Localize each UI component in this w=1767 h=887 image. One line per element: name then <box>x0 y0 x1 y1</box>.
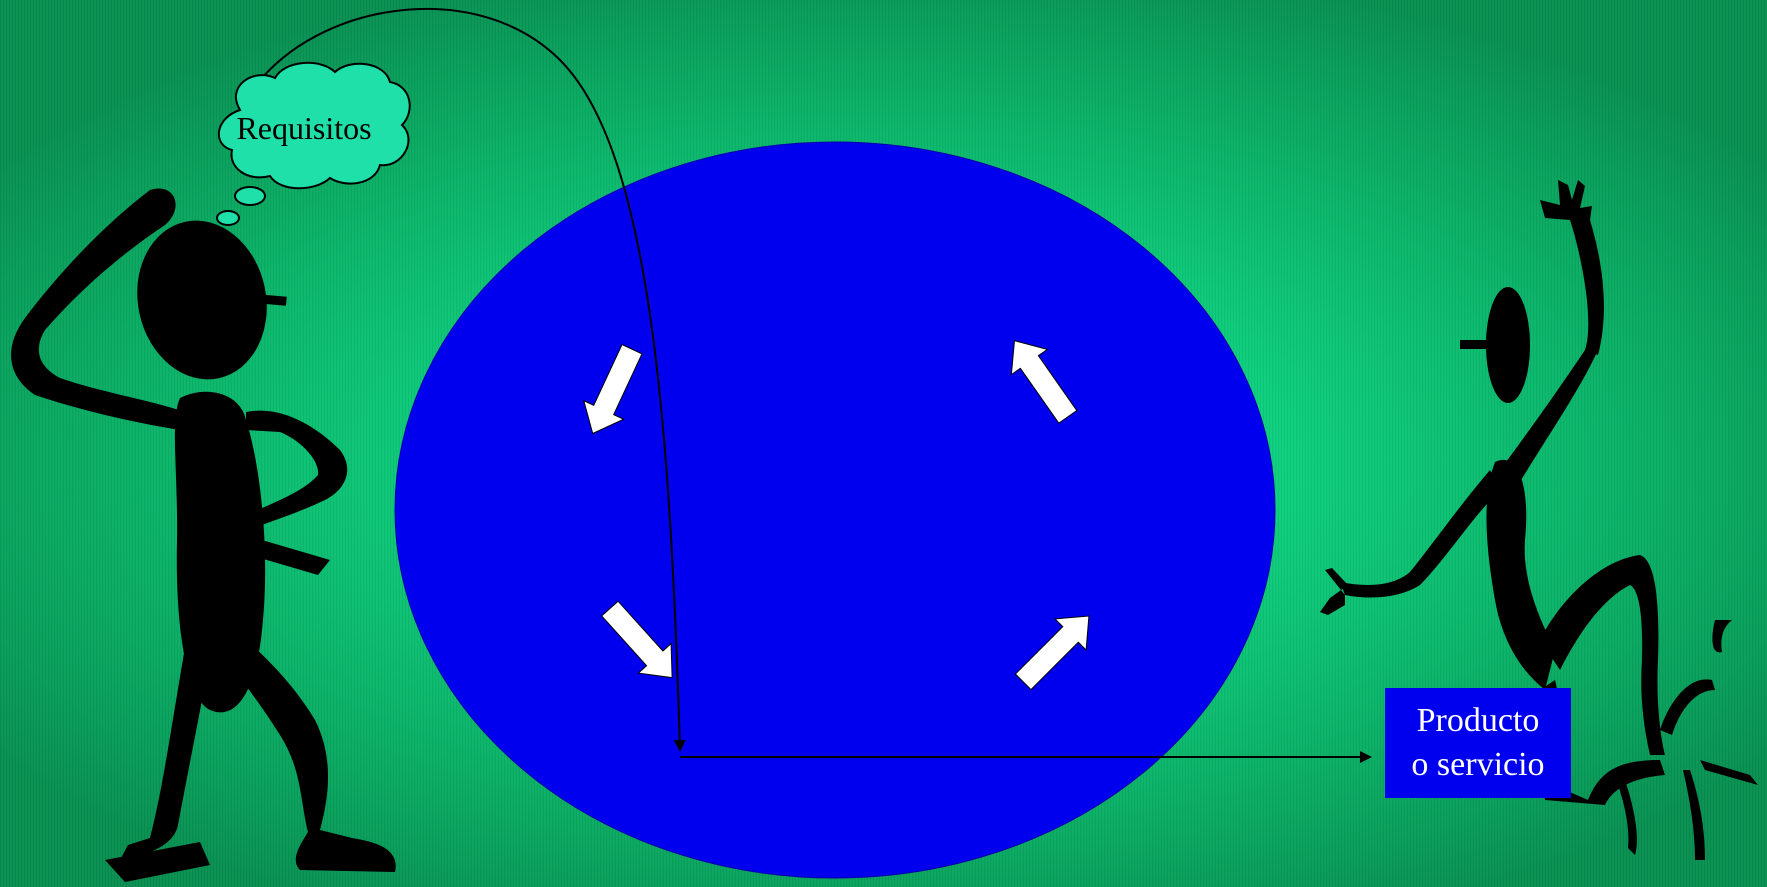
process-circle <box>395 142 1275 878</box>
service-line: o servicio <box>1385 743 1571 787</box>
requirements-label: Requisitos <box>218 106 390 150</box>
product-line: Producto <box>1385 699 1571 743</box>
product-service-box: Producto o servicio <box>1385 688 1571 798</box>
thinking-person-silhouette <box>11 189 396 882</box>
thought-cloud <box>203 63 410 241</box>
